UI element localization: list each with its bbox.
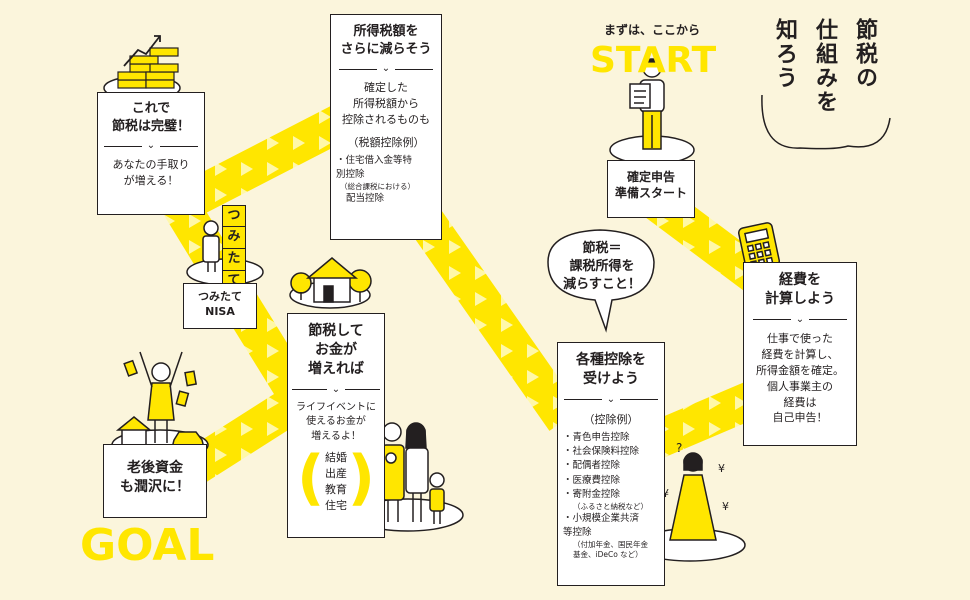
title-cloud-outline <box>761 94 891 150</box>
deduction-item: 社会保険料控除 <box>563 445 659 459</box>
speech-bubble-outline <box>547 229 655 333</box>
tsumitate-blocks: つ み た て <box>222 205 246 293</box>
step-tax-credit-card: 所得税額を さらに減らそう ⌄ 確定した 所得税額から 控除されるものも （税額… <box>330 14 447 245</box>
divider: ⌄ <box>750 313 850 325</box>
deduction-item: 寄附金控除 <box>563 488 659 502</box>
woman-illustration: ? ¥ ¥ ¥ <box>662 441 729 541</box>
goal-label: GOAL <box>80 520 215 571</box>
step-expenses-card: 経費を 計算しよう ⌄ 仕事で使った 経費を計算し、 所得金額を確定。 個人事業… <box>743 262 862 451</box>
family-illustration <box>381 422 445 524</box>
chevron-down-icon: ⌄ <box>381 63 391 75</box>
step-tax-credit-body: 確定した 所得税額から 控除されるものも <box>342 81 430 126</box>
deduction-item: 医療費控除 <box>563 474 659 488</box>
house-illustration <box>290 257 372 303</box>
step-expenses-body: 仕事で使った 経費を計算し、 所得金額を確定。 個人事業主の 経費は 自己申告！ <box>756 331 844 425</box>
title-line-1: 節税の <box>852 18 877 90</box>
chevron-down-icon: ⌄ <box>331 383 341 395</box>
step-savings-body: ライフイベントに 使えるお金が 増えるよ！ <box>296 401 376 442</box>
start-person-illustration <box>629 58 665 150</box>
chevron-down-icon: ⌄ <box>606 393 616 405</box>
tax-credit-item: 住宅借入金等特 別控除 <box>336 154 436 183</box>
divider: ⌄ <box>336 64 436 74</box>
deduction-note: （付加年金、国民年金 基金、iDeCo など） <box>573 540 648 560</box>
tax-credit-list: 住宅借入金等特 別控除 （総合課税における） 配当控除 <box>336 154 436 207</box>
divider: ⌄ <box>563 393 659 405</box>
tsumitate-block: た <box>222 249 246 271</box>
step-complete-card: これで 節税は完璧！ ⌄ あなたの手取り が増える！ <box>97 92 210 220</box>
divider: ⌄ <box>292 383 380 395</box>
step-deductions-title: 各種控除を 受けよう <box>576 352 646 387</box>
step-savings-card: 節税して お金が 増えれば ⌄ ライフイベントに 使えるお金が 増えるよ！ ( … <box>287 313 390 543</box>
life-event-item: 出産 <box>325 467 347 481</box>
step-prep-title: 確定申告 準備スタート <box>614 170 687 201</box>
step-deductions-heading: （控除例） <box>583 412 639 426</box>
nisa-person-illustration <box>202 220 220 272</box>
title-line-2: 仕組みを <box>812 18 837 114</box>
chevron-down-icon: ⌄ <box>146 140 156 152</box>
life-event-item: 教育 <box>325 483 347 497</box>
start-label: START <box>590 40 717 81</box>
step-nisa-card: つみたて NISA <box>183 283 262 334</box>
step-tax-credit-title: 所得税額を さらに減らそう <box>340 24 432 57</box>
svg-text:¥: ¥ <box>722 500 729 513</box>
step-expenses-title: 経費を 計算しよう <box>765 272 835 307</box>
life-event-item: 住宅 <box>325 498 347 512</box>
deduction-item: 小規模企業共済 等控除 <box>563 512 659 541</box>
title-line-3: 知ろう <box>772 18 797 90</box>
tsumitate-block: み <box>222 227 246 249</box>
life-events: ( ) 結婚 出産 教育 住宅 <box>297 448 375 514</box>
speech-bubble-text: 節税＝ 課税所得を 減らすこと！ <box>563 241 641 293</box>
step-tax-credit-heading: （税額控除例） <box>347 135 425 149</box>
deduction-note: （ふるさと納税など） <box>573 502 648 512</box>
step-savings-title: 節税して お金が 増えれば <box>308 323 364 377</box>
step-complete-title: これで 節税は完璧！ <box>111 101 190 134</box>
divider: ⌄ <box>102 141 200 151</box>
start-lead: まずは、ここから <box>603 23 700 37</box>
deduction-item: 配偶者控除 <box>563 459 659 473</box>
step-prep-card: 確定申告 準備スタート <box>607 160 700 223</box>
svg-text:?: ? <box>676 441 682 455</box>
step-goal-card: 老後資金 も潤沢に！ <box>103 444 212 523</box>
main-title: 節税の 仕組みを 知ろう <box>768 18 880 114</box>
bracket-left-icon: ( <box>297 443 325 514</box>
life-event-item: 結婚 <box>325 451 347 465</box>
step-complete-body: あなたの手取り が増える！ <box>112 158 190 188</box>
deduction-item: 青色申告控除 <box>563 431 659 445</box>
tax-credit-item: 配当控除 <box>346 193 385 205</box>
svg-text:¥: ¥ <box>662 487 669 500</box>
step-goal-title: 老後資金 も潤沢に！ <box>120 460 190 495</box>
tsumitate-block: つ <box>222 205 246 227</box>
step-deductions-card: 各種控除を 受けよう ⌄ （控除例） 青色申告控除 社会保険料控除 配偶者控除 … <box>557 342 670 591</box>
tax-credit-note: （総合課税における） <box>340 182 415 192</box>
deduction-list: 青色申告控除 社会保険料控除 配偶者控除 医療費控除 寄附金控除 （ふるさと納税… <box>563 431 659 560</box>
step-nisa-title: つみたて NISA <box>198 290 242 318</box>
bracket-right-icon: ) <box>347 443 375 514</box>
path-ribbons <box>163 103 808 487</box>
money-stack-illustration <box>117 35 179 89</box>
chevron-down-icon: ⌄ <box>795 313 805 325</box>
svg-text:¥: ¥ <box>718 462 725 475</box>
